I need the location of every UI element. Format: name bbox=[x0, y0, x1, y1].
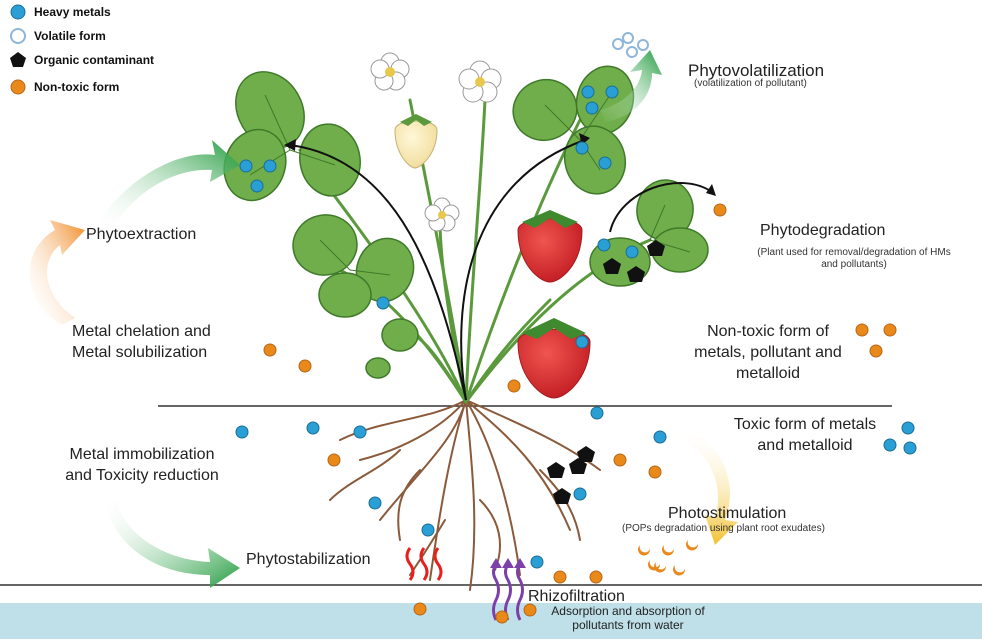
heavy-metal-particles bbox=[235, 85, 917, 569]
label-rhizofiltration-sub-line1: Adsorption and absorption of bbox=[551, 604, 705, 618]
label-metal-immobilization: Metal immobilization and Toxicity reduct… bbox=[42, 444, 242, 486]
organic-contaminants bbox=[547, 240, 665, 504]
label-non-toxic-line2: metals, pollutant and bbox=[694, 344, 842, 361]
rhizofiltration-arrow-heads bbox=[490, 558, 526, 568]
legend-volatile-form: Volatile form bbox=[34, 29, 106, 43]
label-phytoextraction: Phytoextraction bbox=[86, 226, 197, 243]
label-toxic-form: Toxic form of metals and metalloid bbox=[722, 414, 888, 456]
label-rhizofiltration: Rhizofiltration bbox=[528, 588, 625, 605]
legend-heavy-metals: Heavy metals bbox=[34, 5, 111, 19]
label-phytodegradation: Phytodegradation bbox=[760, 222, 886, 239]
label-rhizofiltration-sub-line2: pollutants from water bbox=[572, 618, 684, 632]
label-phytodegradation-sub-line2: and pollutants) bbox=[821, 259, 887, 270]
photostimulation-arrow bbox=[675, 425, 738, 545]
legend-heavy-metal-marker bbox=[10, 4, 26, 20]
label-phytodegradation-sub-line1: (Plant used for removal/degradation of H… bbox=[757, 247, 951, 258]
phytostabilization-waves bbox=[405, 547, 443, 581]
label-photostimulation-sub: (POPs degradation using plant root exuda… bbox=[622, 523, 825, 534]
legend-organic-contaminant: Organic contaminant bbox=[34, 53, 155, 67]
legend-volatile-marker bbox=[10, 28, 26, 44]
label-non-toxic-line1: Non-toxic form of bbox=[707, 323, 829, 340]
photostimulation-particles bbox=[638, 540, 699, 576]
label-non-toxic-form: Non-toxic form of metals, pollutant and … bbox=[678, 321, 858, 384]
label-metal-chelation: Metal chelation and Metal solubilization bbox=[72, 321, 211, 363]
legend-markers bbox=[10, 4, 26, 95]
uptake-arrows bbox=[289, 139, 713, 401]
label-toxic-line1: Toxic form of metals bbox=[733, 416, 877, 433]
chelation-arrow bbox=[29, 220, 85, 325]
phytostabilization-arrow bbox=[105, 495, 240, 588]
label-phytovolatilization: Phytovolatilization bbox=[688, 61, 825, 80]
label-non-toxic-line3: metalloid bbox=[735, 365, 801, 382]
label-phytodegradation-sub: (Plant used for removal/degradation of H… bbox=[736, 247, 972, 271]
rhizofiltration-arrows bbox=[492, 563, 524, 621]
label-phytostabilization: Phytostabilization bbox=[246, 551, 371, 568]
legend-non-toxic-form: Non-toxic form bbox=[34, 80, 120, 94]
non-toxic-particles bbox=[263, 203, 897, 624]
legend-organic-marker bbox=[10, 52, 26, 67]
label-photostimulation: Photostimulation bbox=[668, 505, 787, 522]
label-toxic-line2: and metalloid bbox=[757, 437, 853, 454]
label-metal-chelation-line2: Metal solubilization bbox=[72, 344, 208, 361]
strawberries bbox=[394, 114, 591, 399]
leaves bbox=[223, 65, 709, 379]
phytovolatilization-arrow bbox=[600, 50, 662, 122]
label-metal-chelation-line1: Metal chelation and bbox=[72, 323, 211, 340]
label-immobilization-line2: and Toxicity reduction bbox=[65, 467, 219, 484]
flowers bbox=[370, 52, 502, 232]
label-immobilization-line1: Metal immobilization bbox=[69, 446, 215, 463]
label-phytovolatilization-sub: (volatilization of pollutant) bbox=[694, 78, 807, 89]
water-layer bbox=[0, 603, 982, 639]
volatile-particles bbox=[612, 32, 649, 58]
phytoextraction-arrow bbox=[95, 140, 240, 230]
legend-non-toxic-marker bbox=[10, 79, 26, 95]
label-rhizofiltration-sub: Adsorption and absorption of pollutants … bbox=[518, 604, 738, 632]
